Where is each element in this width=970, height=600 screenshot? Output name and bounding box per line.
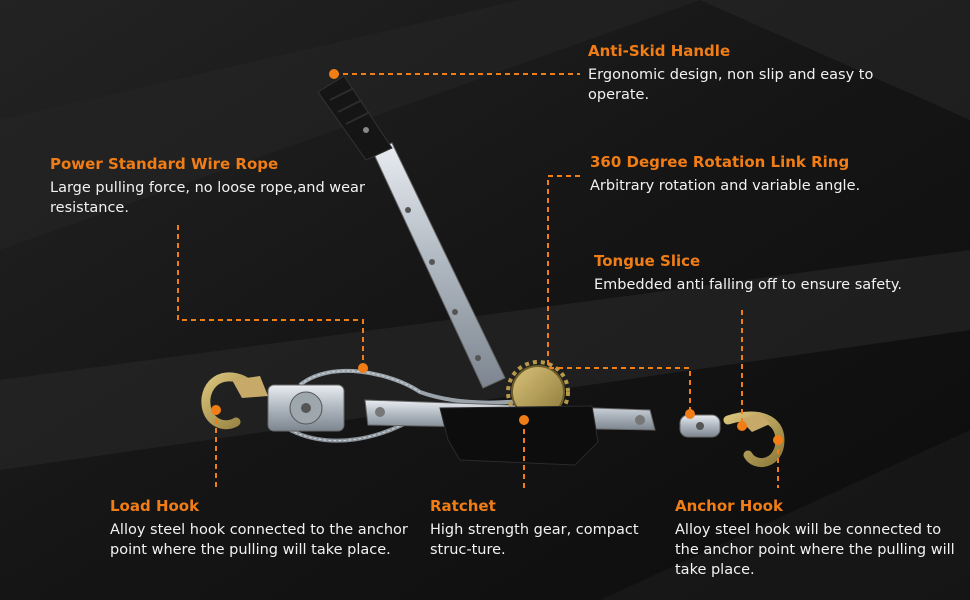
side-plate xyxy=(439,405,599,466)
callout-wire-rope: Power Standard Wire Rope Large pulling f… xyxy=(50,154,380,218)
anchor-hook xyxy=(723,411,785,467)
callout-description: Embedded anti falling off to ensure safe… xyxy=(594,277,902,293)
callout-load-hook: Load Hook Alloy steel hook connected to … xyxy=(110,496,410,560)
callout-ratchet: Ratchet High strength gear, compact stru… xyxy=(430,496,670,560)
handle-grip xyxy=(317,75,393,161)
callout-description: Alloy steel hook will be connected to th… xyxy=(675,522,955,578)
callout-title: Load Hook xyxy=(110,497,200,515)
callout-title: Anti-Skid Handle xyxy=(588,42,731,60)
callout-tongue-slice: Tongue Slice Embedded anti falling off t… xyxy=(594,251,934,295)
callout-description: High strength gear, compact struc-ture. xyxy=(430,522,639,558)
callout-description: Alloy steel hook connected to the anchor… xyxy=(110,522,408,558)
callout-title: Anchor Hook xyxy=(675,497,783,515)
load-hook xyxy=(201,372,268,430)
callout-link-ring: 360 Degree Rotation Link Ring Arbitrary … xyxy=(590,152,940,196)
callout-title: Tongue Slice xyxy=(594,252,701,270)
callout-anchor-hook: Anchor Hook Alloy steel hook will be con… xyxy=(675,496,965,580)
pulley-block xyxy=(267,384,345,432)
callout-title: Ratchet xyxy=(430,497,496,515)
callout-title: Power Standard Wire Rope xyxy=(50,155,279,173)
callout-description: Ergonomic design, non slip and easy to o… xyxy=(588,67,874,103)
lever-arm xyxy=(371,142,506,389)
callout-title: 360 Degree Rotation Link Ring xyxy=(590,153,850,171)
link-ring xyxy=(679,414,721,438)
callout-description: Large pulling force, no loose rope,and w… xyxy=(50,180,365,216)
callout-description: Arbitrary rotation and variable angle. xyxy=(590,178,861,194)
callout-anti-skid-handle: Anti-Skid Handle Ergonomic design, non s… xyxy=(588,41,938,105)
